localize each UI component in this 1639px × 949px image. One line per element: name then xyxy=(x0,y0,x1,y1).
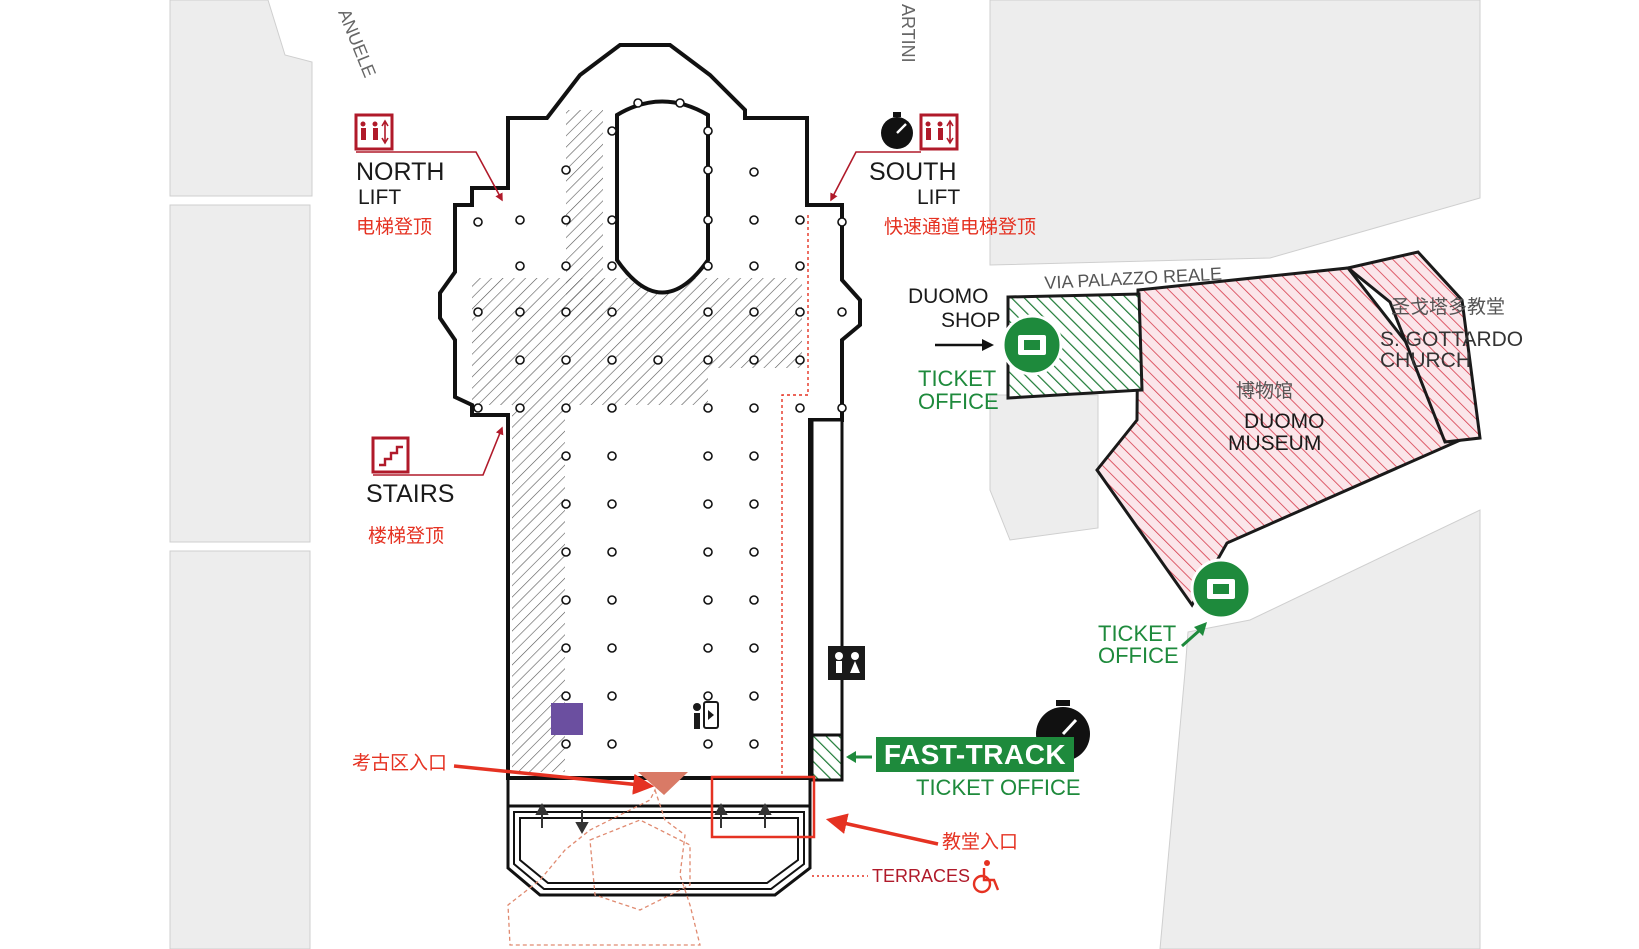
archaeological-entrance-label: 考古区入口 xyxy=(352,752,448,774)
archaeological-entrance-marker[interactable] xyxy=(638,772,688,795)
church-chinese: 圣戈塔多教堂 xyxy=(1391,296,1506,318)
cathedral-entrance-arrow xyxy=(825,813,939,846)
south-lift-title: SOUTH xyxy=(869,158,957,186)
south-lift-subtitle: LIFT xyxy=(917,186,961,209)
audio-guide-icon xyxy=(693,701,719,729)
duomo-shop-line1: DUOMO xyxy=(908,285,989,308)
ticket-icon[interactable] xyxy=(1001,314,1063,376)
museum-line2: MUSEUM xyxy=(1228,432,1322,455)
stairs-chinese: 楼梯登顶 xyxy=(368,525,445,547)
museum-line1: DUOMO xyxy=(1244,410,1325,433)
duomo-museum-area xyxy=(1095,266,1467,608)
ticket-office-1-line1: TICKET xyxy=(918,366,997,391)
stopwatch-icon xyxy=(881,112,913,149)
ticket-icon[interactable] xyxy=(1190,558,1252,620)
stairs-title: STAIRS xyxy=(366,480,455,508)
duomo-shop-line2: SHOP xyxy=(941,309,1001,332)
street-label-south: ARTINI xyxy=(898,4,918,63)
info-point-marker xyxy=(551,703,583,735)
gottardo-church-area xyxy=(1344,250,1482,444)
street-label-north: ANUELE xyxy=(334,6,380,80)
south-lift-icon xyxy=(919,113,959,151)
archaeological-entrance-arrow xyxy=(453,764,655,795)
cathedral-entrance-label: 教堂入口 xyxy=(942,831,1019,853)
columns xyxy=(473,98,847,749)
church-line2: CHURCH xyxy=(1380,349,1471,372)
restroom-icon xyxy=(828,646,865,680)
stairs-leader xyxy=(373,426,504,476)
ticket-office-2-line1: TICKET xyxy=(1098,621,1177,646)
wheelchair-icon xyxy=(972,860,1000,894)
north-lift-title: NORTH xyxy=(356,158,445,186)
entrance-arrows xyxy=(535,802,772,835)
stairs-icon xyxy=(371,436,410,474)
ticket-office-2-line2: OFFICE xyxy=(1098,643,1179,668)
south-lift-leader xyxy=(830,151,921,202)
north-lift-leader xyxy=(356,151,503,202)
ticket-office-arrow xyxy=(1181,628,1201,648)
fast-track-title[interactable]: FAST-TRACK xyxy=(876,737,1074,772)
ticket-office-1-line2: OFFICE xyxy=(918,389,999,414)
south-lift-chinese: 快速通道电梯登顶 xyxy=(884,216,1037,238)
museum-chinese: 博物馆 xyxy=(1236,380,1294,402)
north-lift-subtitle: LIFT xyxy=(358,186,402,209)
terraces-label: TERRACES xyxy=(872,866,971,886)
city-blocks xyxy=(169,0,1481,949)
north-lift-icon xyxy=(354,113,394,151)
church-line1: S. GOTTARDO xyxy=(1380,328,1524,351)
cathedral-plan xyxy=(438,43,865,946)
north-lift-chinese: 电梯登顶 xyxy=(356,216,433,238)
cathedral-entrance-highlight[interactable] xyxy=(710,775,816,839)
fast-track-subtitle: TICKET OFFICE xyxy=(916,775,1081,800)
